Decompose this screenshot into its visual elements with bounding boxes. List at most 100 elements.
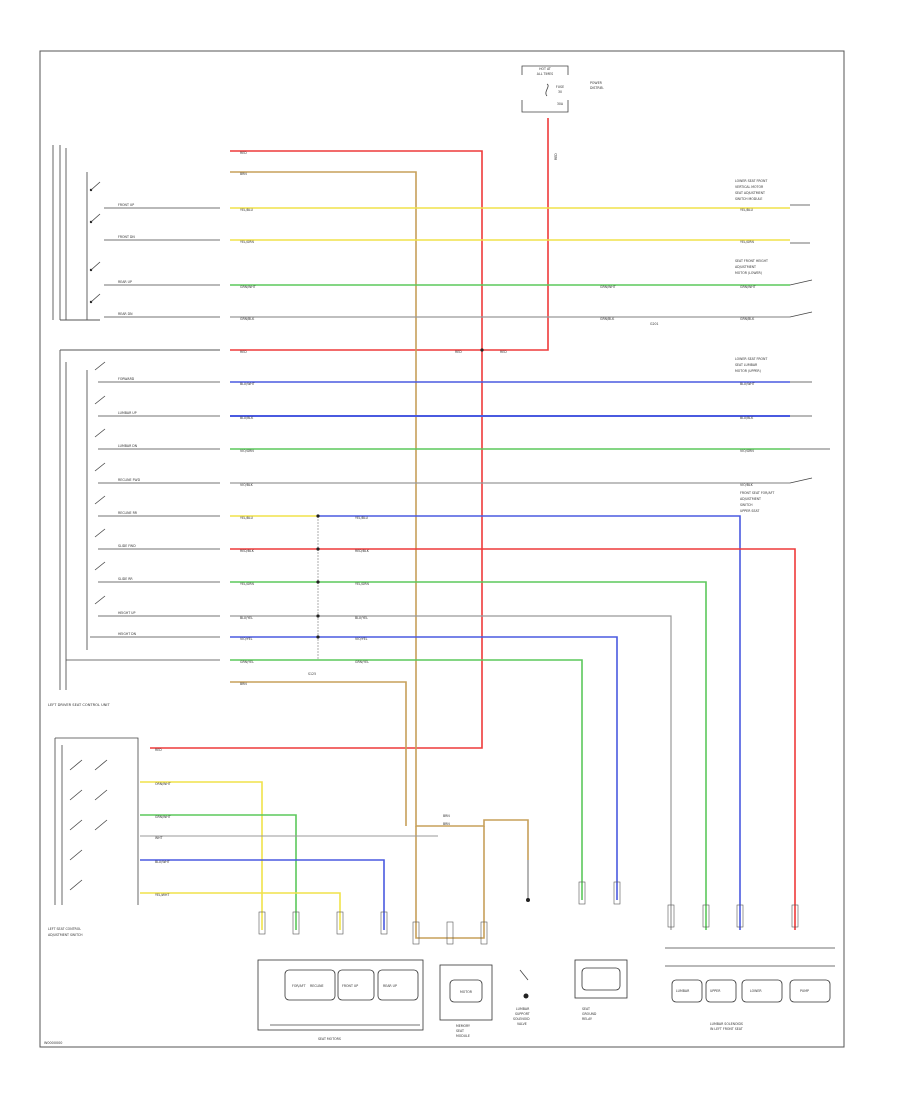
diagram-frame — [39, 50, 845, 1048]
wire-label-yel-grn-3: YEL/GRN — [240, 582, 254, 586]
wire-label-grn-yel-2: GRN/YEL — [355, 660, 369, 664]
wire-label-wht: WHT — [155, 836, 163, 840]
right-part-2: LOWER — [750, 989, 762, 993]
switch-label-11: HEIGHT UP — [118, 611, 136, 615]
wire-label-red-5: RED — [155, 748, 162, 752]
motor-name-0: FOR/AFT — [292, 984, 306, 988]
switch-4 — [89, 293, 220, 318]
panel3-line-2: MOTOR (UPPER) — [735, 369, 761, 373]
fuse-symbol — [545, 83, 549, 97]
wire-label-grn-wht-r: GRN/WHT — [740, 285, 756, 289]
wire-brown-2 — [230, 681, 407, 826]
wire-label-red-blk: RED/BLK — [240, 549, 255, 553]
switch-contacts-lower — [66, 361, 220, 661]
wire-label-red-4: RED — [500, 350, 507, 354]
ground-label: G201 — [650, 322, 659, 326]
wire-label-vio-yel: VIO/YEL — [240, 637, 253, 641]
switch-label-7: RECLINE FWD — [118, 478, 141, 482]
wire-label-blu-wht: BLU/WHT — [240, 382, 255, 386]
wire-yellow-sw — [140, 781, 263, 930]
right-panel-3: LOWER SEAT FRONT SEAT LUMBAR MOTOR (UPPE… — [735, 357, 830, 484]
motor-name-1: RECLINE — [310, 984, 324, 988]
wire-green-sw — [140, 814, 297, 930]
switch-label-10: SLIDE RR — [118, 577, 133, 581]
panel2-line-2: MOTOR (LOWER) — [735, 271, 762, 275]
wire-red-lower — [230, 548, 796, 930]
wire-label-brn-2: BRN — [240, 682, 247, 686]
panel2-terminal — [789, 279, 813, 318]
fuse-line-0: HOT AT — [539, 67, 551, 71]
panel4-line-0: FRONT SEAT FOR/AFT — [740, 491, 774, 495]
fuse-note-0: POWER — [590, 81, 603, 85]
switch-label-12: HEIGHT DN — [118, 632, 137, 636]
wire-label-grn-wht: GRN/WHT — [240, 285, 256, 289]
seat-motors-label: SEAT MOTORS — [318, 1037, 341, 1041]
panel1-line-0: LOWER SEAT FRONT — [735, 179, 767, 183]
switch-label-4: FORWARD — [118, 377, 135, 381]
wire-gray-3 — [230, 615, 672, 930]
wire-green-4 — [230, 659, 583, 900]
wire-label-yel-grn: YEL/GRN — [240, 240, 254, 244]
panel3-terminal — [789, 381, 830, 484]
wire-label-brn-4: BRN — [443, 822, 450, 826]
wires — [140, 118, 796, 939]
splice-dot-3 — [316, 580, 320, 584]
wire-label-grn-blk-m: GRN/BLK — [600, 317, 615, 321]
wire-label-yel-grn-4: YEL/GRN — [355, 582, 369, 586]
lumbar-line-1: SUPPORT — [515, 1012, 530, 1016]
fuse-line-2: FUSE — [556, 85, 564, 89]
fuse-line-4: 30A — [557, 102, 564, 106]
panel1-line-1: VERTICAL MOTOR — [735, 185, 764, 189]
right-panel-1: LOWER SEAT FRONT VERTICAL MOTOR SEAT ADJ… — [735, 179, 810, 244]
switch-label-6: LUMBAR DN — [118, 444, 138, 448]
ground-line-1: GROUND — [582, 1012, 597, 1016]
wire-label-blu-yel-2: BLU/YEL — [355, 616, 368, 620]
ground-line-2: RELAY — [582, 1017, 592, 1021]
wire-brown — [230, 171, 529, 860]
wire-label-blu-blk-r: BLU/BLK — [740, 416, 754, 420]
switch-label-5: LUMBAR UP — [118, 411, 137, 415]
splice-dot-5 — [316, 635, 320, 639]
wire-blue-sw — [140, 859, 385, 930]
switch-label-0: FRONT UP — [118, 203, 134, 207]
wire-label-blu-blk: BLU/BLK — [240, 416, 254, 420]
wire-label-blu-wht-r: BLU/WHT — [740, 382, 755, 386]
seat-motors-block: FOR/AFT RECLINE FRONT UP REAR UP SEAT MO… — [257, 959, 424, 1041]
panel1-terminal — [790, 204, 810, 244]
switch-1 — [89, 181, 220, 209]
wire-label-red-2: RED — [240, 350, 247, 354]
wire-label-yel-blu: YEL/BLU — [240, 208, 254, 212]
left-seat-switch: LEFT SEAT CONTROL ADJUSTMENT SWITCH — [48, 737, 139, 937]
wire-label-orn-wht: ORN/WHT — [155, 782, 171, 786]
wire-label-yel-blu-3: YEL/BLU — [355, 516, 369, 520]
switch-label-9: SLIDE FWD — [118, 544, 136, 548]
splice-label: S125 — [308, 672, 316, 676]
wire-label-yel-grn-r: YEL/GRN — [740, 240, 754, 244]
wire-label-grn-wht-2: GRN/WHT — [155, 815, 171, 819]
wire-brown-3 — [415, 826, 485, 939]
seat-ground-relay: SEAT GROUND RELAY — [574, 959, 628, 1021]
wire-label-grn-yel: GRN/YEL — [240, 660, 254, 664]
lumbar-line-3: VALVE — [517, 1022, 527, 1026]
switch-2 — [89, 213, 220, 241]
wire-label-vio-yel-2: VIO/YEL — [355, 637, 368, 641]
pinion-label: MOTOR — [460, 990, 473, 994]
splice-dot-4 — [316, 614, 320, 618]
wire-labels: RED BRN YEL/BLU YEL/BLU YEL/GRN YEL/GRN … — [155, 151, 756, 897]
lumbar-line-0: LUMBAR — [516, 1007, 530, 1011]
wire-label-yel-wht: YEL/WHT — [155, 893, 169, 897]
splice-dot-2 — [316, 547, 320, 551]
fuse-line-3: 30 — [558, 90, 562, 94]
panel4-line-3: UPPER SEAT — [740, 509, 759, 513]
lumbar-line-2: SOLENOID — [513, 1017, 530, 1021]
wire-label-yel-blu-r: YEL/BLU — [740, 208, 754, 212]
panel2-line-0: SEAT FRONT HEIGHT — [735, 259, 768, 263]
right-group-line-0: LUMBAR SOLENOIDS — [710, 1022, 743, 1026]
panel3-line-0: LOWER SEAT FRONT — [735, 357, 767, 361]
wire-label-brn: BRN — [240, 172, 247, 176]
wire-blue-3 — [318, 515, 741, 930]
wire-label-vio-grn: VIO/GRN — [240, 449, 254, 453]
wire-label-blu-wht-2: BLU/WHT — [155, 860, 170, 864]
fuse-block: HOT AT ALL TIMES FUSE 30 30A POWER DISTR… — [521, 65, 604, 113]
